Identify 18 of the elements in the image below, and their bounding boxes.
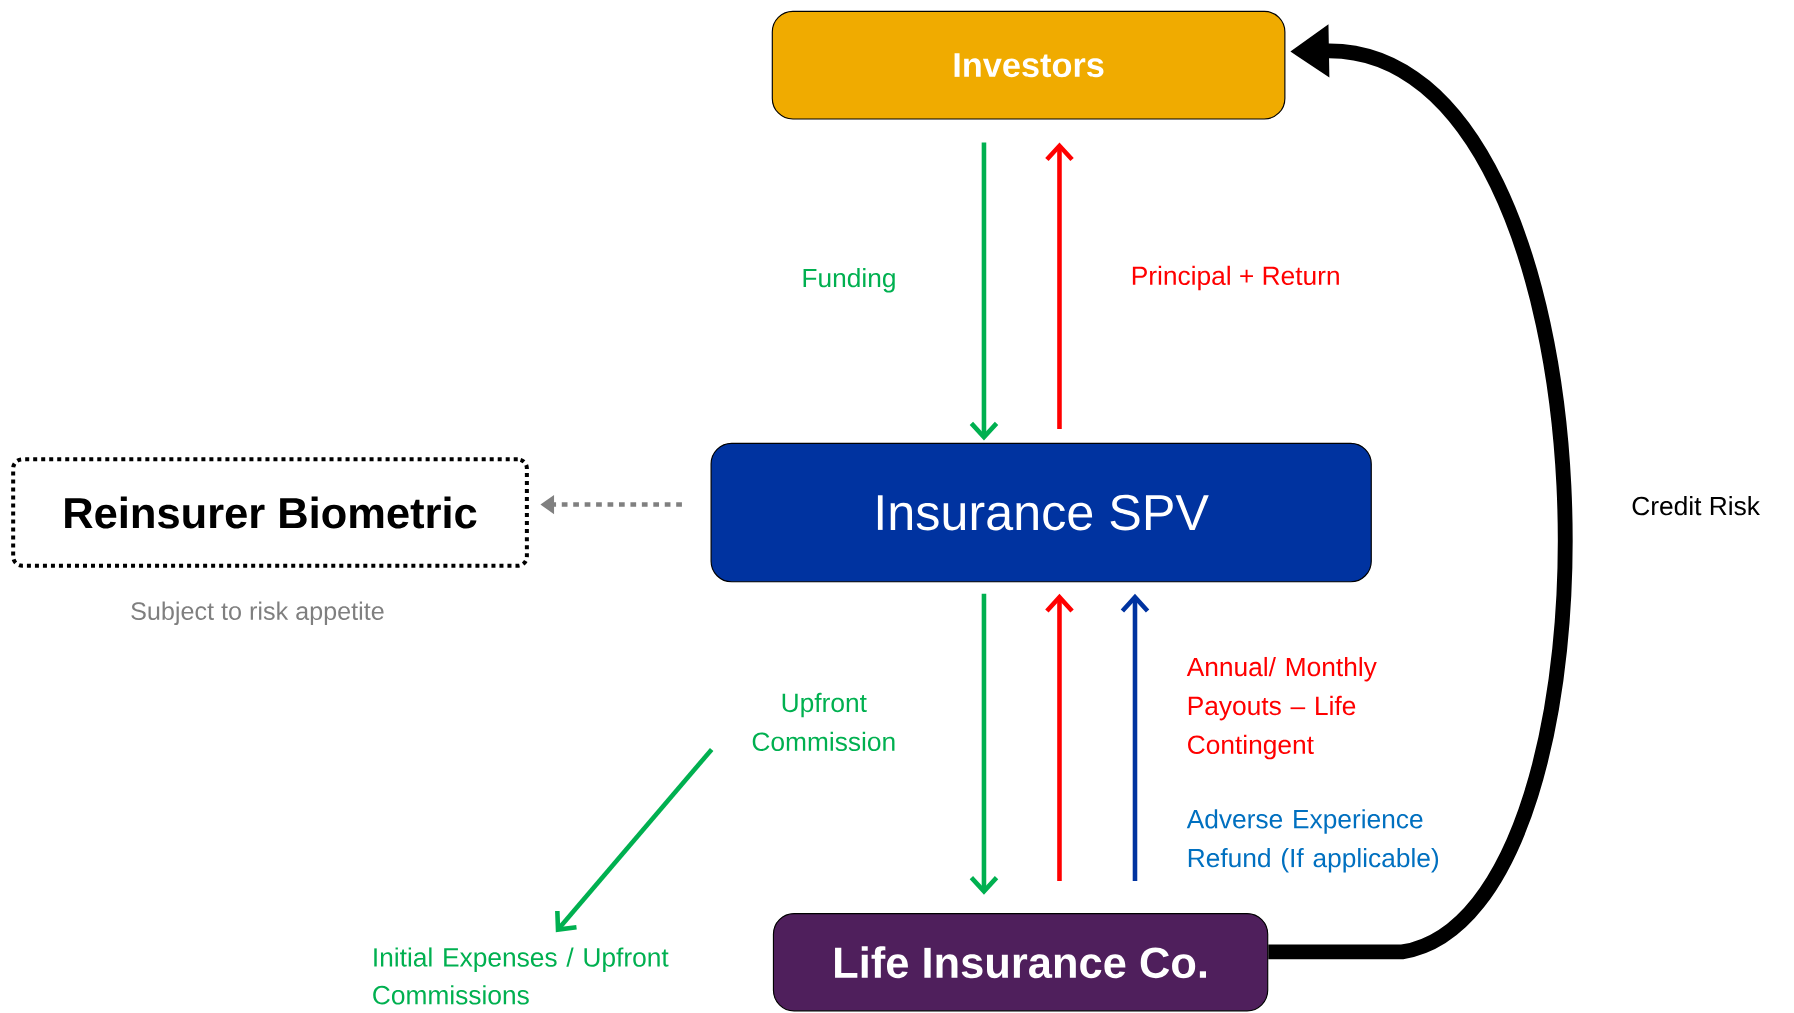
- edge-label: Principal + Return: [1132, 265, 1339, 291]
- expense-text: Initial Expenses / Upfront Commissions: [373, 947, 669, 1005]
- reinsurer-box: Reinsurer Biometric: [11, 457, 529, 568]
- arrow: [1045, 142, 1074, 430]
- edge-label: Credit Risk: [1632, 496, 1760, 516]
- company-box: Life Insurance Co.: [772, 913, 1269, 1012]
- arrow: [555, 748, 714, 933]
- arrow: [1120, 594, 1150, 882]
- edge-label: Annual/ Monthly Payouts – Life Contingent: [1186, 657, 1377, 760]
- edge-label: Adverse Experience Refund (If applicable): [1186, 809, 1439, 873]
- edge-label: Upfront Commission: [752, 693, 895, 752]
- arrow: [1045, 594, 1074, 882]
- arrow: [969, 142, 999, 441]
- edge-label: Funding: [803, 268, 895, 293]
- spv-box: Insurance SPV: [710, 443, 1372, 583]
- note-text: Subject to risk appetite: [131, 601, 384, 626]
- arrow: [969, 594, 999, 895]
- investor-box: Investors: [771, 11, 1286, 120]
